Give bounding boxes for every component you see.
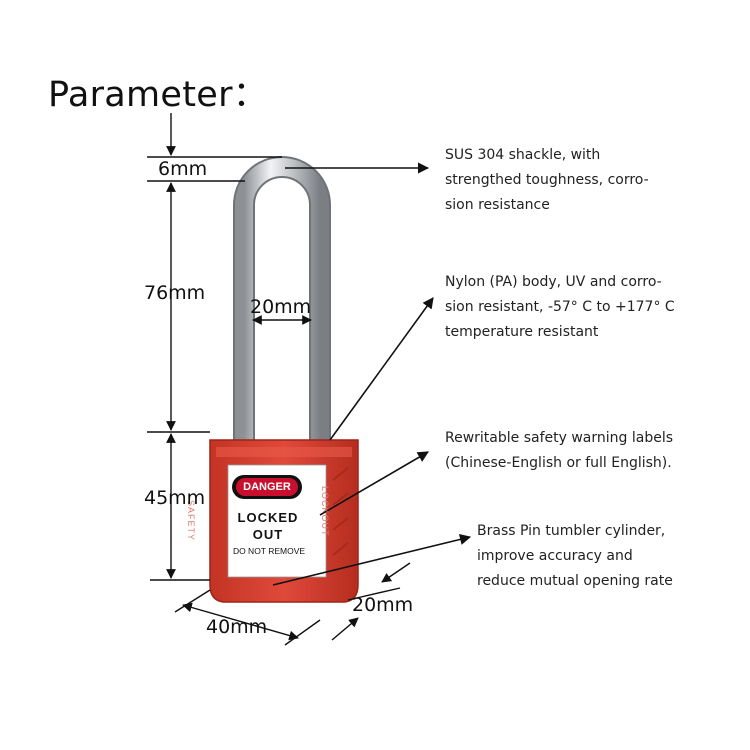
shackle <box>233 156 331 440</box>
note-body: Nylon (PA) body, UV and corro- sion resi… <box>445 270 675 345</box>
locked-text: LOCKED <box>237 510 299 525</box>
note-labels: Rewritable safety warning labels (Chines… <box>445 426 673 476</box>
dim-shackle-width: 20mm <box>250 296 312 318</box>
note-shackle: SUS 304 shackle, with strengthed toughne… <box>445 143 649 218</box>
do-not-remove-text: DO NOT REMOVE <box>232 546 306 556</box>
note-line: Brass Pin tumbler cylinder, <box>477 523 666 539</box>
note-line: SUS 304 shackle, with <box>445 147 601 163</box>
side-text-right: LOCKOUT <box>320 486 330 537</box>
note-line: (Chinese-English or full English). <box>445 455 672 471</box>
dim-shackle-diameter: 6mm <box>158 158 208 180</box>
note-line: improve accuracy and <box>477 548 633 564</box>
note-line: sion resistant, -57° C to +177° C <box>445 299 675 315</box>
note-line: Nylon (PA) body, UV and corro- <box>445 274 662 290</box>
dim-shackle-height: 76mm <box>144 282 206 304</box>
out-text: OUT <box>252 527 284 542</box>
dim-body-height: 45mm <box>144 487 206 509</box>
dim-body-depth: 20mm <box>352 594 414 616</box>
callout-arrows <box>272 162 472 586</box>
dim-body-width: 40mm <box>206 616 268 638</box>
page-title: Parameter： <box>48 75 269 115</box>
lock-body <box>209 439 359 603</box>
note-line: strengthed toughness, corro- <box>445 172 649 188</box>
dimension-lines <box>147 113 411 646</box>
grip-ridges-right <box>332 467 349 556</box>
danger-text: DANGER <box>243 481 291 493</box>
note-line: temperature resistant <box>445 324 599 340</box>
note-line: reduce mutual opening rate <box>477 573 673 589</box>
note-line: Rewritable safety warning labels <box>445 430 674 446</box>
note-line: sion resistance <box>445 197 550 213</box>
note-cylinder: Brass Pin tumbler cylinder, improve accu… <box>477 519 673 594</box>
